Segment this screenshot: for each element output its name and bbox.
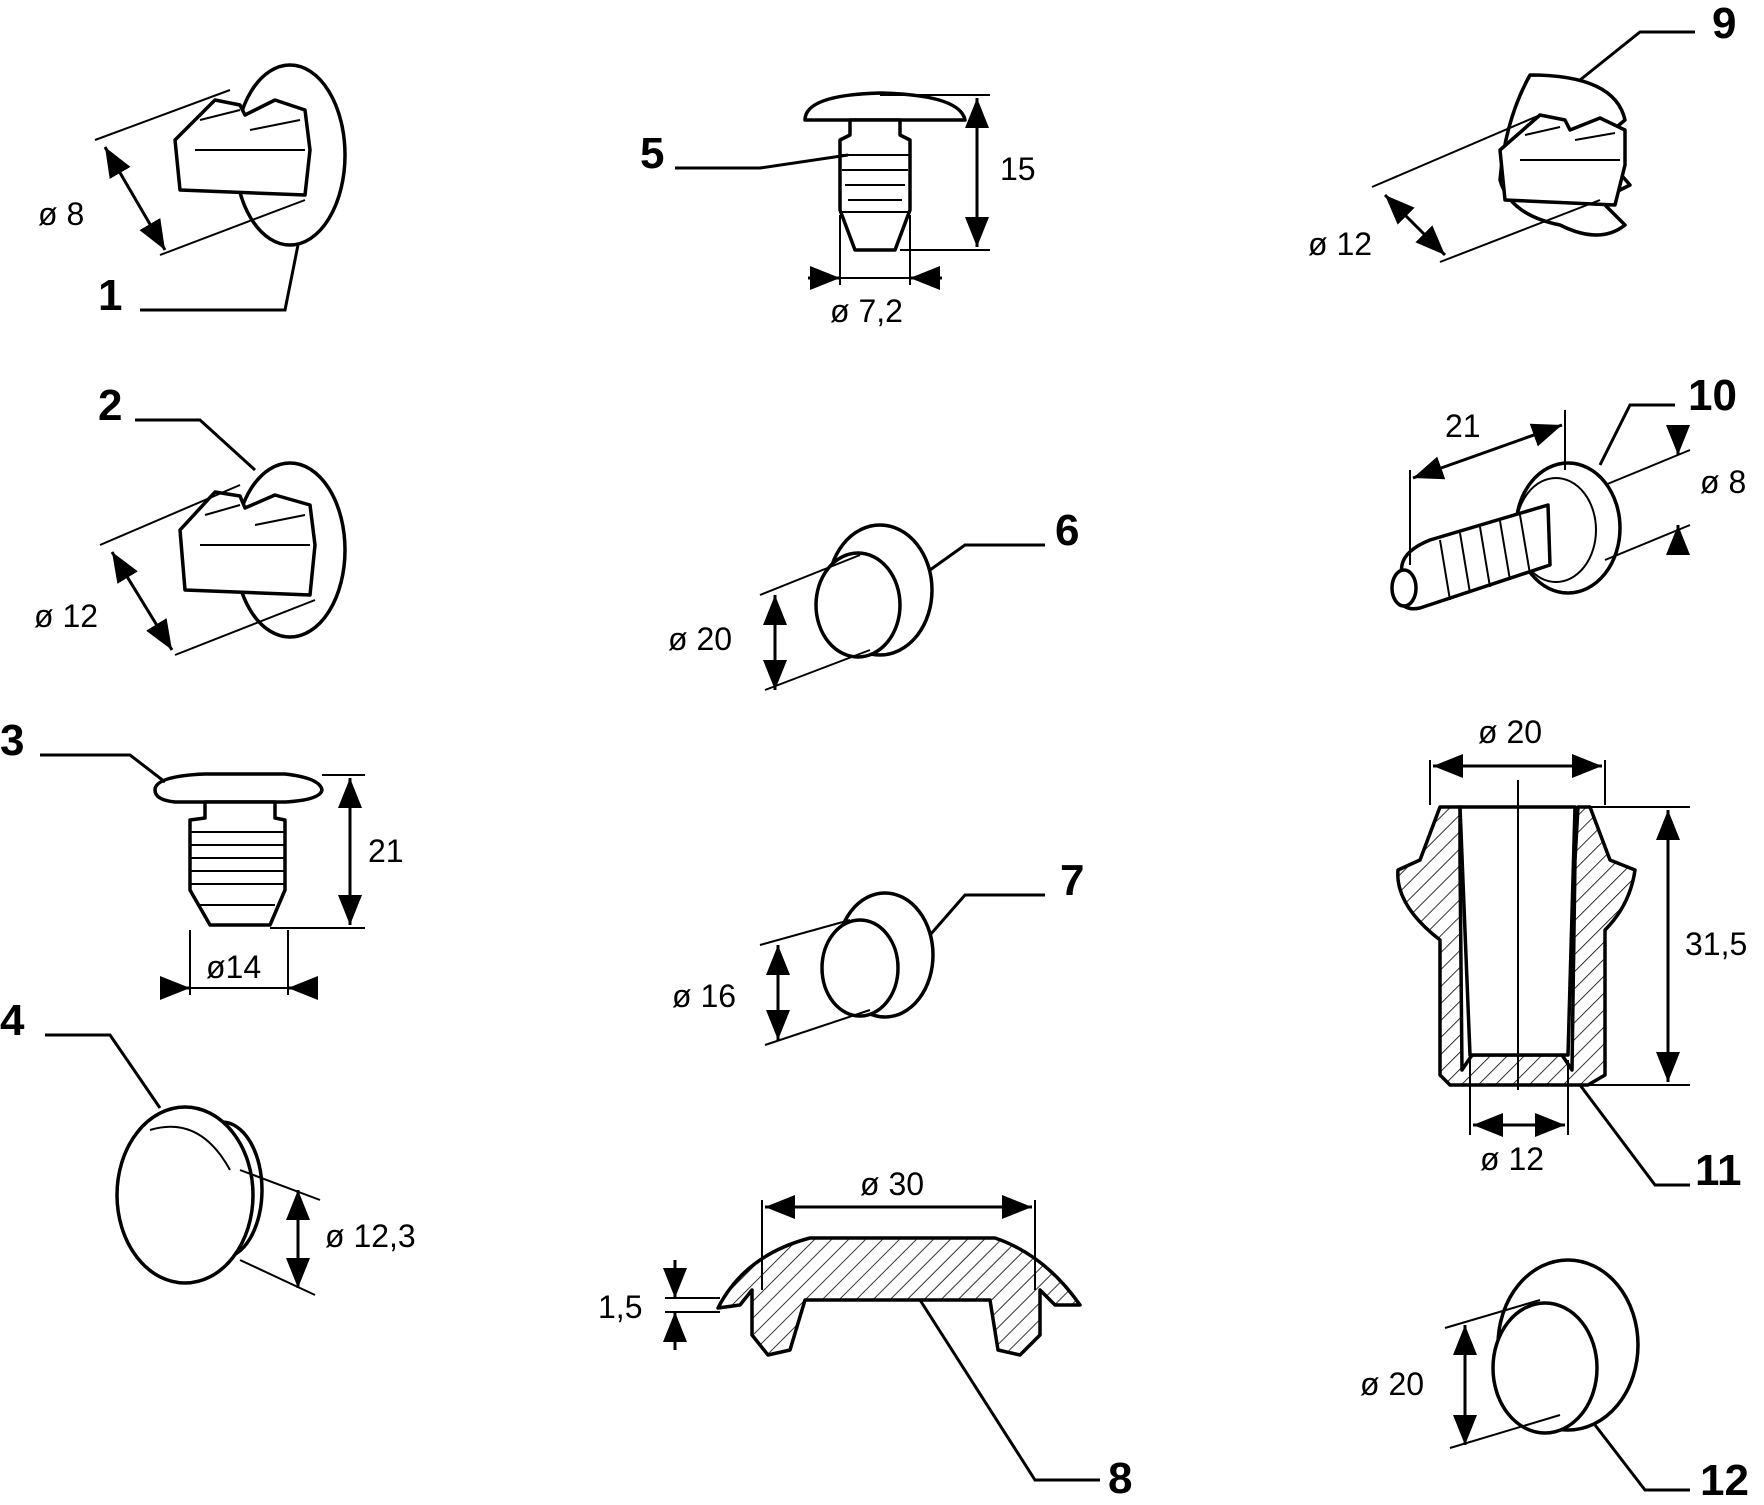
- part-8-number: 8: [1108, 1454, 1132, 1500]
- part-12-leader: [1593, 1424, 1690, 1492]
- part-7-number: 7: [1060, 856, 1084, 905]
- part-2-number: 2: [98, 381, 122, 430]
- part-4-leader: [45, 1033, 162, 1109]
- part-2-dimension: ø 12: [34, 598, 98, 634]
- part-2-clip: ø 12 2: [34, 381, 347, 656]
- part-10-number: 10: [1688, 371, 1737, 420]
- part-1-leader: [140, 244, 300, 312]
- part-8-leader: [918, 1299, 1100, 1482]
- part-6-leader: [929, 543, 1045, 572]
- part-8-diameter: ø 30: [860, 1166, 924, 1202]
- part-12-number: 12: [1700, 1456, 1749, 1500]
- part-8-thickness: 1,5: [598, 1289, 642, 1325]
- part-1-clip-body: [173, 98, 312, 197]
- part-2-dimension-line: [110, 551, 174, 651]
- part-9-number: 9: [1712, 0, 1736, 48]
- part-11-section: [1396, 805, 1637, 1087]
- part-3-number: 3: [0, 716, 24, 765]
- part-3-head: [153, 772, 324, 804]
- part-5-diameter: ø 7,2: [830, 293, 903, 329]
- part-9-dimension-line: [1383, 193, 1447, 257]
- part-11-bottom-diameter: ø 12: [1480, 1141, 1544, 1177]
- part-2-leader: [135, 418, 257, 472]
- part-5-number: 5: [640, 129, 664, 178]
- part-12-button-plug: ø 20 12: [1360, 1258, 1749, 1505]
- part-9-slotted-clip: ø 12 9: [1308, 0, 1736, 263]
- part-11-grommet-section: ø 20 31,5 ø 12 11: [1396, 714, 1747, 1195]
- part-7-button-plug: ø 16 7: [672, 856, 1084, 1046]
- part-1-clip: ø 8 1: [38, 63, 347, 320]
- part-4-dimension: ø 12,3: [325, 1218, 416, 1254]
- part-2-clip-body: [178, 490, 317, 597]
- part-7-leader: [928, 893, 1045, 936]
- part-5-height: 15: [1000, 151, 1036, 187]
- part-3-push-rivet: 21 ø14 3: [0, 716, 404, 1000]
- part-1-dimension-line: [103, 146, 167, 251]
- part-10-diameter: ø 8: [1700, 464, 1746, 500]
- part-4-number: 4: [0, 996, 25, 1045]
- part-12-dimension: ø 20: [1360, 1366, 1424, 1402]
- part-3-height: 21: [368, 833, 404, 869]
- part-6-dome: [814, 551, 902, 659]
- part-3-diameter: ø14: [206, 949, 261, 985]
- part-11-number: 11: [1695, 1146, 1742, 1195]
- part-10-length: 21: [1445, 408, 1481, 444]
- part-9-leader: [1579, 30, 1695, 82]
- part-8-section: [716, 1236, 1082, 1357]
- part-3-shank: [188, 800, 287, 927]
- part-7-dimension: ø 16: [672, 978, 736, 1014]
- part-7-dome: [820, 918, 900, 1018]
- part-8-cap-section: ø 30 1,5 8: [598, 1166, 1132, 1503]
- part-9-dimension: ø 12: [1308, 226, 1372, 262]
- part-11-height: 31,5: [1685, 926, 1747, 962]
- part-6-number: 6: [1055, 506, 1079, 555]
- part-10-screw: 21 ø 8 10: [1390, 371, 1746, 611]
- part-6-dimension: ø 20: [668, 621, 732, 657]
- part-10-tip: [1390, 568, 1418, 608]
- part-4-head: [115, 1105, 255, 1285]
- part-1-dimension: ø 8: [38, 196, 84, 232]
- part-1-number: 1: [98, 271, 122, 320]
- part-5-fir-tree-rivet: 15 ø 7,2 5: [640, 91, 1036, 329]
- part-6-button-plug: ø 20 6: [668, 506, 1079, 691]
- part-11-leader: [1578, 1084, 1690, 1187]
- part-4-dome-cap: ø 12,3 4: [0, 996, 416, 1296]
- part-3-leader: [40, 753, 166, 784]
- part-10-length-line: [1412, 423, 1563, 480]
- part-11-top-diameter: ø 20: [1478, 714, 1542, 750]
- part-12-dome: [1491, 1301, 1599, 1435]
- part-5-leader: [675, 153, 849, 170]
- part-5-head: [803, 91, 967, 122]
- part-10-leader: [1598, 403, 1675, 466]
